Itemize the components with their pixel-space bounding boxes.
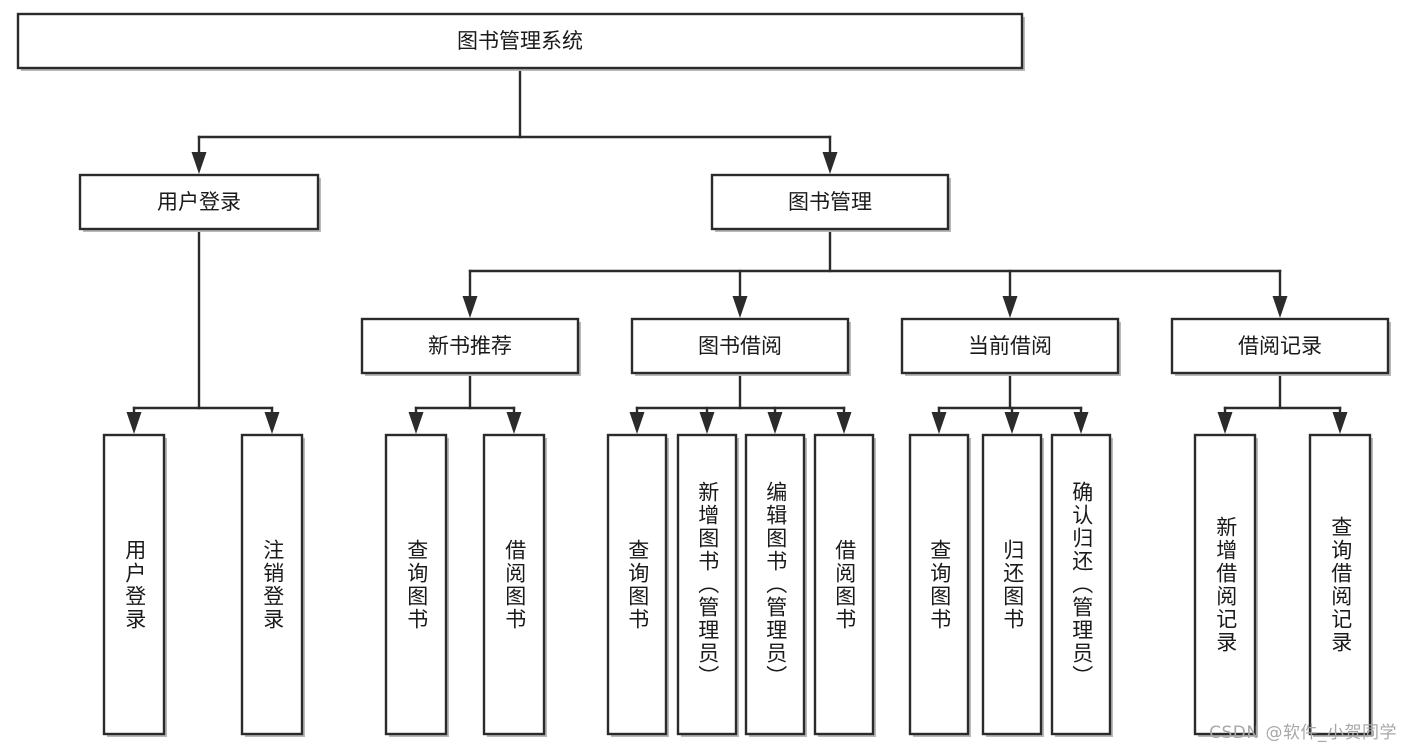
node-borrow-record[interactable]: 借阅记录	[1170, 317, 1391, 376]
node-book-manage[interactable]: 图书管理	[710, 173, 951, 232]
edge-arrowhead	[1004, 412, 1020, 434]
node-rect[interactable]	[710, 173, 950, 231]
node-leaf-return-book[interactable]	[981, 433, 1044, 737]
edge-arrowhead	[732, 296, 748, 318]
node-rect[interactable]	[16, 12, 1024, 70]
edge-group-user-login	[126, 227, 280, 434]
node-label: 新书推荐	[428, 334, 512, 358]
node-leaf-borrow-book-2[interactable]	[813, 433, 876, 737]
edge-group-current-borrow	[931, 371, 1089, 434]
edge-arrowhead	[1217, 412, 1233, 434]
node-rect[interactable]	[813, 433, 875, 736]
edge-arrowhead	[264, 412, 280, 434]
edge-arrowhead	[836, 412, 852, 434]
node-rect[interactable]	[676, 433, 738, 736]
node-book-borrow[interactable]: 图书借阅	[630, 317, 851, 376]
node-rect[interactable]	[384, 433, 448, 736]
node-rect[interactable]	[240, 433, 304, 736]
node-label: 图书管理系统	[457, 29, 583, 53]
edge-arrowhead	[126, 412, 142, 434]
edge-arrowhead	[462, 296, 478, 318]
edge-group-book-borrow	[629, 371, 852, 434]
node-rect[interactable]	[360, 317, 580, 375]
node-rect[interactable]	[102, 433, 166, 736]
node-root[interactable]: 图书管理系统	[16, 12, 1025, 71]
node-leaf-user-logout[interactable]	[240, 433, 305, 737]
edge-arrowhead	[699, 412, 715, 434]
node-leaf-edit-book[interactable]	[744, 433, 807, 737]
edge-group-root	[191, 66, 838, 174]
edge-arrowhead	[1073, 412, 1089, 434]
node-label: 当前借阅	[968, 334, 1052, 358]
node-rect[interactable]	[1050, 433, 1112, 736]
node-rect[interactable]	[1170, 317, 1390, 375]
node-leaf-confirm-return[interactable]	[1050, 433, 1113, 737]
node-rect[interactable]	[606, 433, 668, 736]
node-rect[interactable]	[78, 173, 320, 231]
edge-arrowhead	[506, 412, 522, 434]
node-leaf-borrow-book-1[interactable]	[482, 433, 547, 737]
node-leaf-add-book[interactable]	[676, 433, 739, 737]
node-user-login[interactable]: 用户登录	[78, 173, 321, 232]
edge-arrowhead	[767, 412, 783, 434]
node-leaf-query-book-3[interactable]	[908, 433, 971, 737]
node-leaf-query-book-1[interactable]	[384, 433, 449, 737]
edge-arrowhead	[1002, 296, 1018, 318]
edge-arrowhead	[1272, 296, 1288, 318]
node-rect[interactable]	[1193, 433, 1257, 736]
node-rect[interactable]	[908, 433, 970, 736]
edge-group-book-manage	[462, 227, 1288, 318]
node-rect[interactable]	[900, 317, 1120, 375]
edge-arrowhead	[822, 152, 838, 174]
node-new-book-rec[interactable]: 新书推荐	[360, 317, 581, 376]
node-label: 图书管理	[788, 190, 872, 214]
node-leaf-add-record[interactable]	[1193, 433, 1258, 737]
node-leaf-query-record[interactable]	[1308, 433, 1373, 737]
node-leaf-query-book-2[interactable]	[606, 433, 669, 737]
node-leaf-user-login[interactable]	[102, 433, 167, 737]
edge-arrowhead	[1332, 412, 1348, 434]
edge-arrowhead	[408, 412, 424, 434]
node-label: 用户登录	[157, 190, 241, 214]
node-rect[interactable]	[744, 433, 806, 736]
edges-layer	[126, 66, 1348, 434]
edge-group-borrow-record	[1217, 371, 1348, 434]
node-label: 图书借阅	[698, 334, 782, 358]
node-current-borrow[interactable]: 当前借阅	[900, 317, 1121, 376]
node-label: 借阅记录	[1238, 334, 1322, 358]
edge-arrowhead	[931, 412, 947, 434]
edge-group-new-book-rec	[408, 371, 522, 434]
node-rect[interactable]	[482, 433, 546, 736]
node-rect[interactable]	[981, 433, 1043, 736]
edge-arrowhead	[191, 152, 207, 174]
watermark-text: CSDN @软件_小贺同学	[1209, 723, 1397, 743]
node-rect[interactable]	[630, 317, 850, 375]
node-rect[interactable]	[1308, 433, 1372, 736]
edge-arrowhead	[629, 412, 645, 434]
